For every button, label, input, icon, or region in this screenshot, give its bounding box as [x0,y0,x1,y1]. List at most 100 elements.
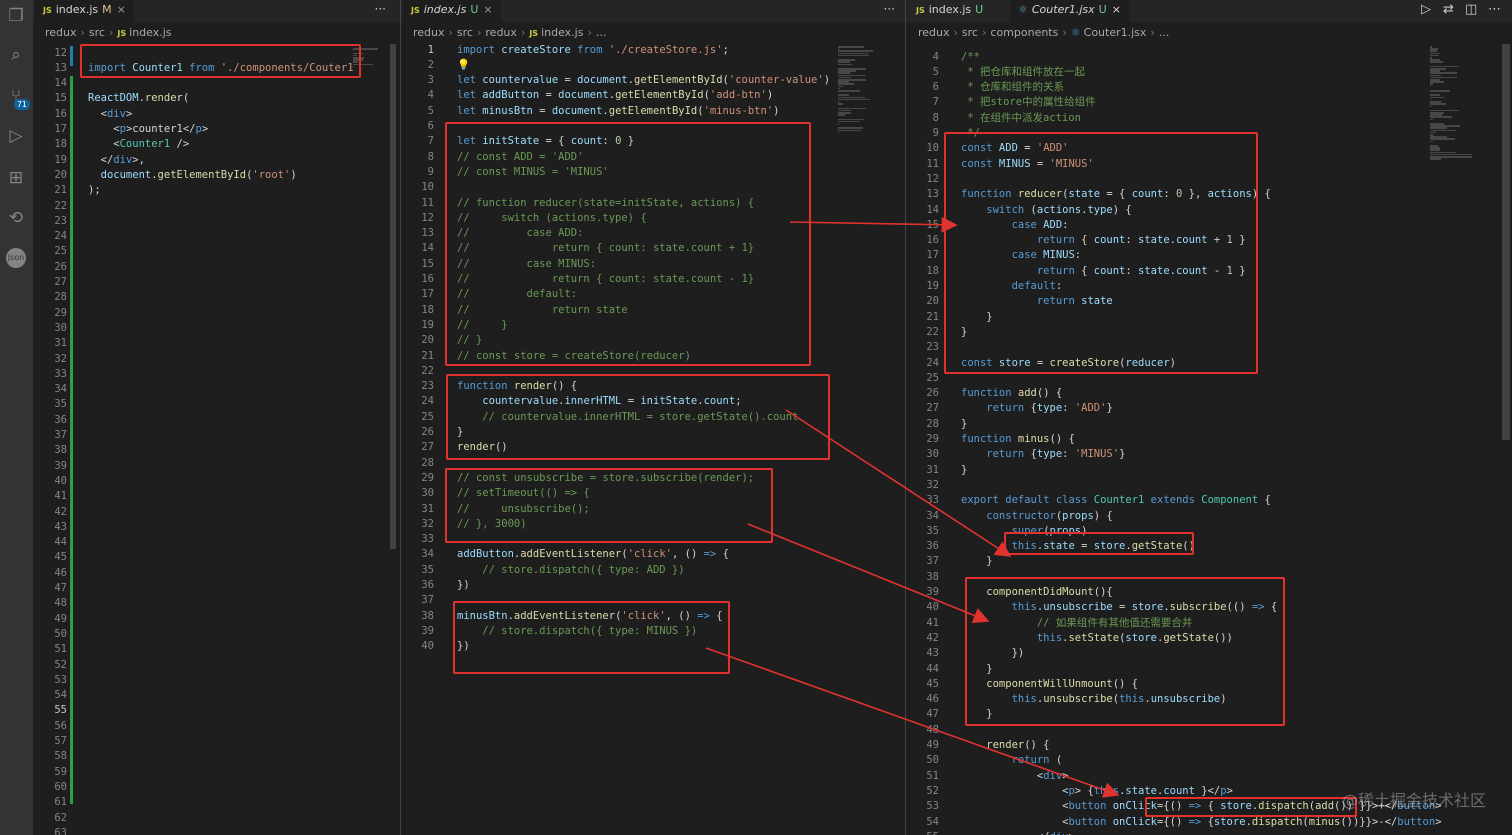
search-icon[interactable]: ⌕ [11,45,21,65]
code-token: } [961,310,993,323]
close-icon[interactable]: × [483,3,493,16]
code-line: 41 // 如果组件有其他值还需要合并 [906,616,1512,631]
code-text: this.unsubscribe = store.subscribe(() =>… [961,600,1278,615]
minimap-line [838,79,867,81]
code-line: 56 [33,719,400,734]
minimap-line [838,129,861,132]
minimap[interactable] [1428,44,1474,835]
json-icon[interactable]: Json [6,248,26,268]
remote-icon[interactable]: ⟲ [8,208,24,228]
close-icon[interactable]: × [116,3,126,16]
code-token: return [961,402,1025,415]
line-number: 26 [926,387,939,400]
code-line: 28} [906,417,1512,432]
line-number: 8 [932,111,939,124]
code-token: () { [1036,387,1063,400]
code-token: default [998,494,1056,507]
run-debug-icon[interactable]: ▷ [9,126,23,146]
scrollbar[interactable] [388,44,398,835]
scrollbar[interactable] [1500,44,1510,835]
code-token: div [106,107,126,120]
code-token: . [1169,264,1176,277]
code-token: 'minus-btn' [703,104,774,117]
code-token: count [1093,264,1126,277]
line-number: 44 [926,662,939,675]
breadcrumb-item[interactable]: ... [595,26,607,39]
line-number: 28 [421,456,434,469]
minimap-line [1430,96,1445,99]
code-token: < [961,784,1069,797]
run-icon[interactable]: ▷ [1421,2,1431,17]
minimap[interactable] [351,44,397,835]
more-actions-icon[interactable]: ··· [883,2,895,16]
breadcrumb-item[interactable]: redux [413,26,445,39]
pane-divider[interactable] [400,0,401,835]
minimap-line [353,65,355,68]
code-text: // const MINUS = 'MINUS' [457,165,609,180]
scrollbar-thumb[interactable] [1502,44,1510,440]
code-line: 34 [33,382,400,397]
line-number: 26 [421,426,434,438]
breadcrumb-item[interactable]: src [456,26,473,39]
code-token: < [961,815,1069,828]
code-token: } [961,463,968,476]
line-number: 31 [54,337,67,350]
breadcrumb-item[interactable]: index.js [129,26,172,39]
line-number: 19 [421,318,434,331]
code-token: count [570,135,603,148]
line-number: 15 [421,257,434,270]
compare-changes-icon[interactable]: ⇄ [1443,2,1454,17]
code-token: super [961,524,1044,537]
breadcrumb-item[interactable]: redux [918,26,950,39]
code-line: 46 this.unsubscribe(this.unsubscribe) [906,692,1512,707]
code-text: // return { count: state.count - 1} [457,272,754,287]
code-token: // setTimeout(() => { [457,487,590,500]
code-line: 17// default: [401,287,905,302]
code-token: return [961,234,1075,247]
more-actions-icon[interactable]: ⋯ [1488,2,1501,17]
code-line: 36}) [401,578,905,593]
scrollbar-thumb[interactable] [390,44,396,549]
code-line: 12// switch (actions.type) { [401,211,905,226]
code-token: . [608,89,616,102]
minimap-line [838,90,861,92]
breadcrumb-item[interactable]: components [990,26,1059,39]
code-text: // function reducer(state=initState, act… [457,196,754,211]
breadcrumb-item[interactable]: src [961,26,978,39]
source-control-icon[interactable]: ⑂71 [4,84,30,110]
line-number: 23 [54,214,67,227]
more-actions-icon[interactable]: ··· [374,2,386,16]
code-token: : [1125,234,1139,247]
code-line: 19 </div>, [33,153,400,168]
code-token: < [961,800,1069,813]
minimap-line [1430,81,1445,83]
line-number: 36 [926,540,939,553]
breadcrumb-item[interactable]: ... [1158,26,1170,39]
line-number: 47 [54,582,67,594]
minimap-line [1430,85,1431,88]
scrollbar[interactable] [892,44,902,835]
split-editor-icon[interactable]: ◫ [1465,2,1478,17]
code-text: // const store = createStore(reducer) [457,349,691,364]
breadcrumb-item[interactable]: index.js [541,26,584,39]
code-line: 38 [33,443,400,458]
extensions-icon[interactable]: ⊞ [8,168,24,188]
code-text: function minus() { [961,432,1075,447]
code-token: = [539,89,559,102]
close-icon[interactable]: × [1111,3,1121,16]
breadcrumb-item[interactable]: redux [45,26,77,39]
code-token: this [961,693,1037,706]
minimap[interactable] [836,44,882,835]
code-text: // case MINUS: [457,257,596,272]
breadcrumb-item[interactable]: src [88,26,105,39]
breadcrumb-item[interactable]: redux [485,26,517,39]
files-icon[interactable]: ❐ [8,6,24,26]
breadcrumb-item[interactable]: Couter1.jsx [1083,26,1147,39]
code-line: 40 [33,474,400,489]
